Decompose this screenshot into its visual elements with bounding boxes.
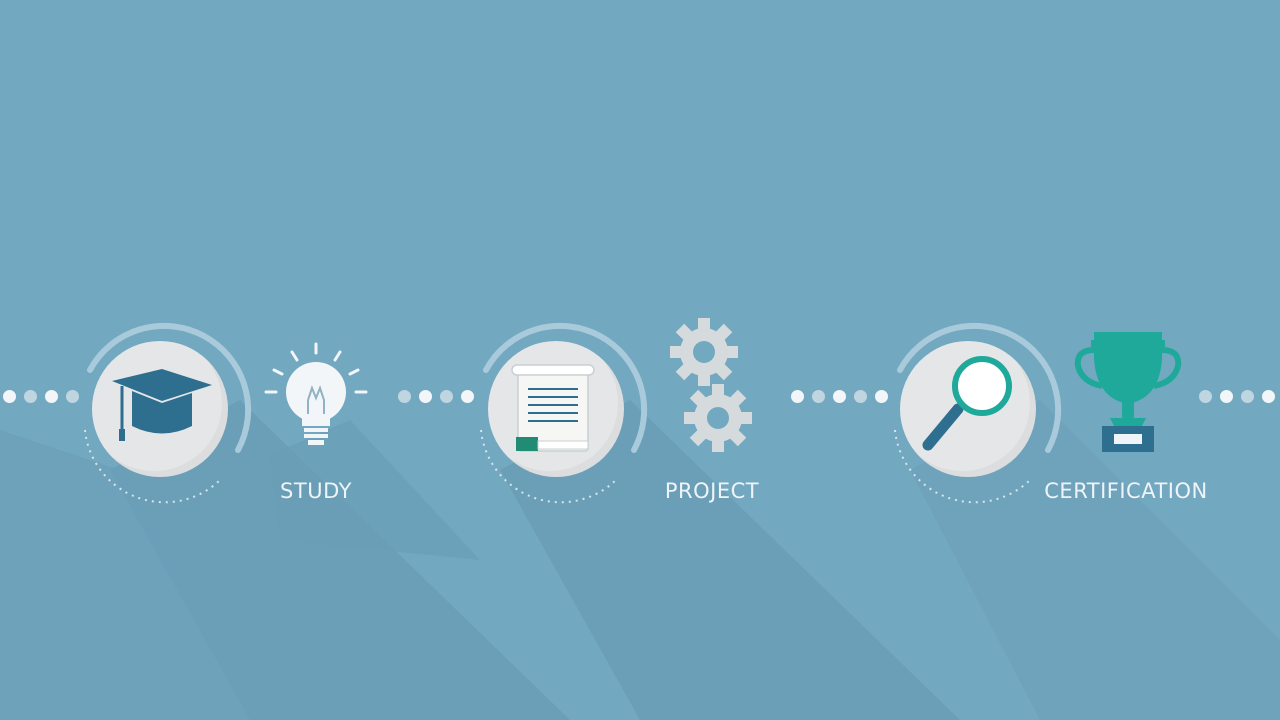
- connector-dots: [398, 390, 474, 404]
- step-disc-project: [488, 341, 624, 477]
- trophy-icon: [1074, 332, 1182, 452]
- step-disc-certification: [900, 341, 1036, 477]
- step-label-study: STUDY: [280, 479, 352, 503]
- step-ring-project: [480, 322, 648, 504]
- gears-icon: [670, 318, 752, 452]
- lightbulb-icon: [264, 342, 368, 445]
- step-ring-study: [84, 322, 252, 504]
- connector-dots: [791, 390, 888, 404]
- magnifying-glass-icon: [922, 356, 1012, 451]
- document-scroll-icon: [511, 364, 595, 452]
- connector-dots: [3, 390, 79, 404]
- step-label-certification: CERTIFICATION: [1044, 479, 1208, 503]
- connector-dots: [1199, 390, 1275, 404]
- step-disc-study: [92, 341, 228, 477]
- step-ring-certification: [894, 322, 1062, 504]
- step-label-project: PROJECT: [664, 479, 760, 503]
- graduation-cap-icon: [112, 369, 212, 441]
